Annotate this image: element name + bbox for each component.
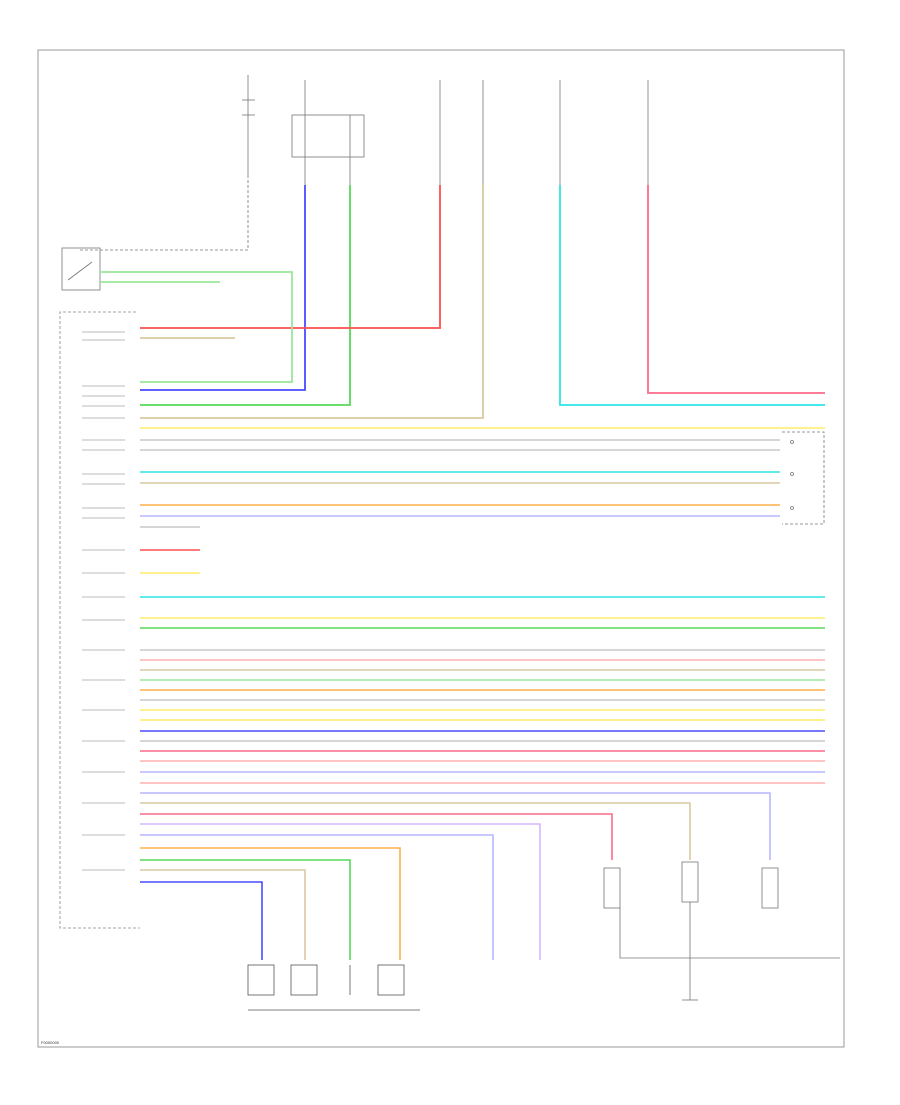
top-wires: [100, 185, 825, 419]
relay-box: [291, 114, 365, 158]
wire-red-top: [140, 185, 441, 329]
diagram-border: [37, 49, 845, 1048]
wire-lightgreen-switch: [100, 271, 293, 383]
label-strokes: [82, 331, 125, 871]
wire-green-top: [140, 185, 351, 406]
top-fuse-group: [80, 75, 649, 251]
switch-box: [61, 247, 101, 291]
footer-code: F0000000: [41, 1040, 60, 1045]
wire-pink-top: [647, 185, 825, 394]
wire-cyan-top: [559, 185, 825, 406]
pressure-sensors: [603, 861, 840, 1001]
wire-blue-top: [140, 185, 306, 391]
control-module-outline: [59, 311, 140, 929]
shift-solenoids: [247, 964, 420, 1011]
bus-wires: [140, 427, 825, 784]
right-sensor-box: [782, 431, 825, 525]
wire-tan-top: [140, 185, 484, 419]
lower-wires: [140, 792, 771, 960]
